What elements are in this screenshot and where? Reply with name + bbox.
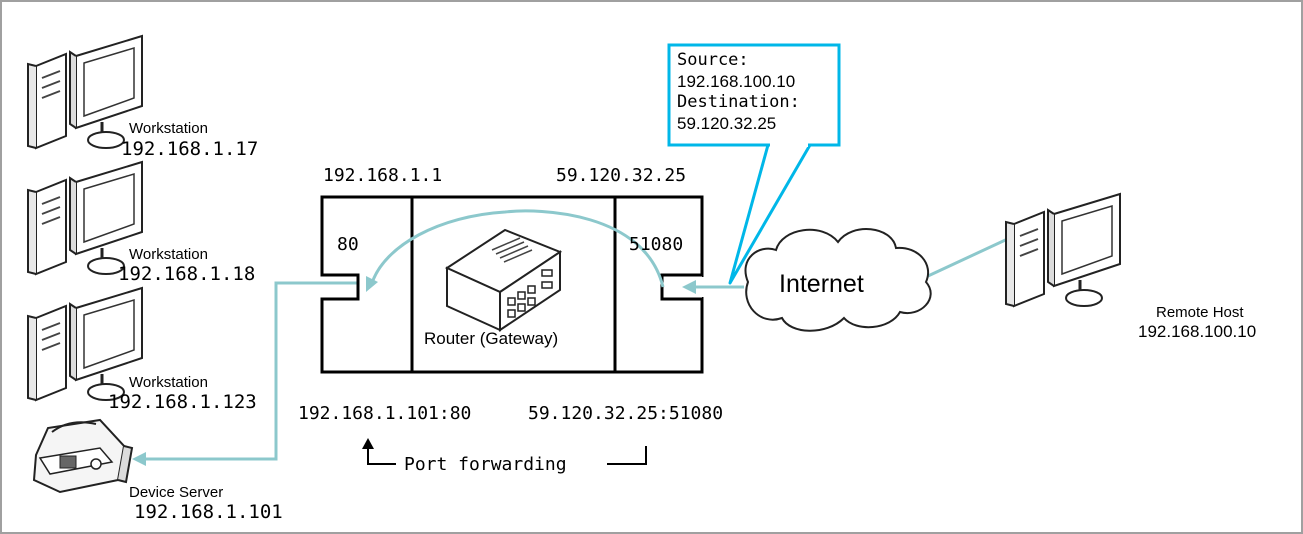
device-server-icon (32, 418, 134, 494)
packet-callout (667, 43, 841, 285)
device-server-arrowhead (132, 452, 146, 466)
callout-destination-label: Destination: (677, 92, 800, 112)
workstation-label: Workstation (129, 374, 208, 391)
wan-arrowhead (682, 280, 696, 294)
workstation-label: Workstation (129, 120, 208, 137)
device-server-ip: 192.168.1.101 (134, 501, 283, 523)
internet-label: Internet (779, 270, 864, 298)
forwarding-arc-arrowhead (366, 276, 378, 292)
callout-destination-ip: 59.120.32.25 (677, 114, 777, 133)
workstation-ip: 192.168.1.18 (118, 263, 256, 285)
router-icon (444, 228, 563, 332)
port-forwarding-label: Port forwarding (404, 454, 567, 475)
remote-host-label: Remote Host (1156, 304, 1244, 321)
internet-cloud (744, 228, 932, 332)
workstation-ip: 192.168.1.123 (108, 391, 257, 413)
workstation-2-icon (26, 160, 144, 276)
callout-source-ip: 192.168.100.10 (677, 72, 796, 91)
device-server-label: Device Server (129, 484, 224, 501)
workstation-label: Workstation (129, 246, 208, 263)
router-lan-port: 80 (337, 234, 359, 255)
remote-host-ip: 192.168.100.10 (1138, 322, 1257, 341)
remote-host-icon (1004, 192, 1122, 308)
router-label: Router (Gateway) (424, 329, 559, 348)
forwarding-arc (370, 209, 665, 288)
router-wan-ip: 59.120.32.25 (556, 165, 687, 186)
router-lan-ip: 192.168.1.1 (323, 165, 443, 186)
workstation-ip: 192.168.1.17 (121, 138, 259, 160)
port-forwarding-bracket (367, 446, 647, 465)
callout-source-label: Source: (677, 50, 749, 70)
workstation-1-icon (26, 34, 144, 150)
router-wan-endpoint: 59.120.32.25:51080 (528, 403, 724, 424)
workstation-3-icon (26, 286, 144, 402)
packet-callout-text: Source: 192.168.100.10 Destination: 59.1… (677, 50, 800, 134)
router-lan-endpoint: 192.168.1.101:80 (298, 403, 472, 424)
lan-link (140, 281, 358, 461)
port-forwarding-arrow-icon (362, 438, 374, 449)
router-wan-port: 51080 (629, 234, 684, 255)
